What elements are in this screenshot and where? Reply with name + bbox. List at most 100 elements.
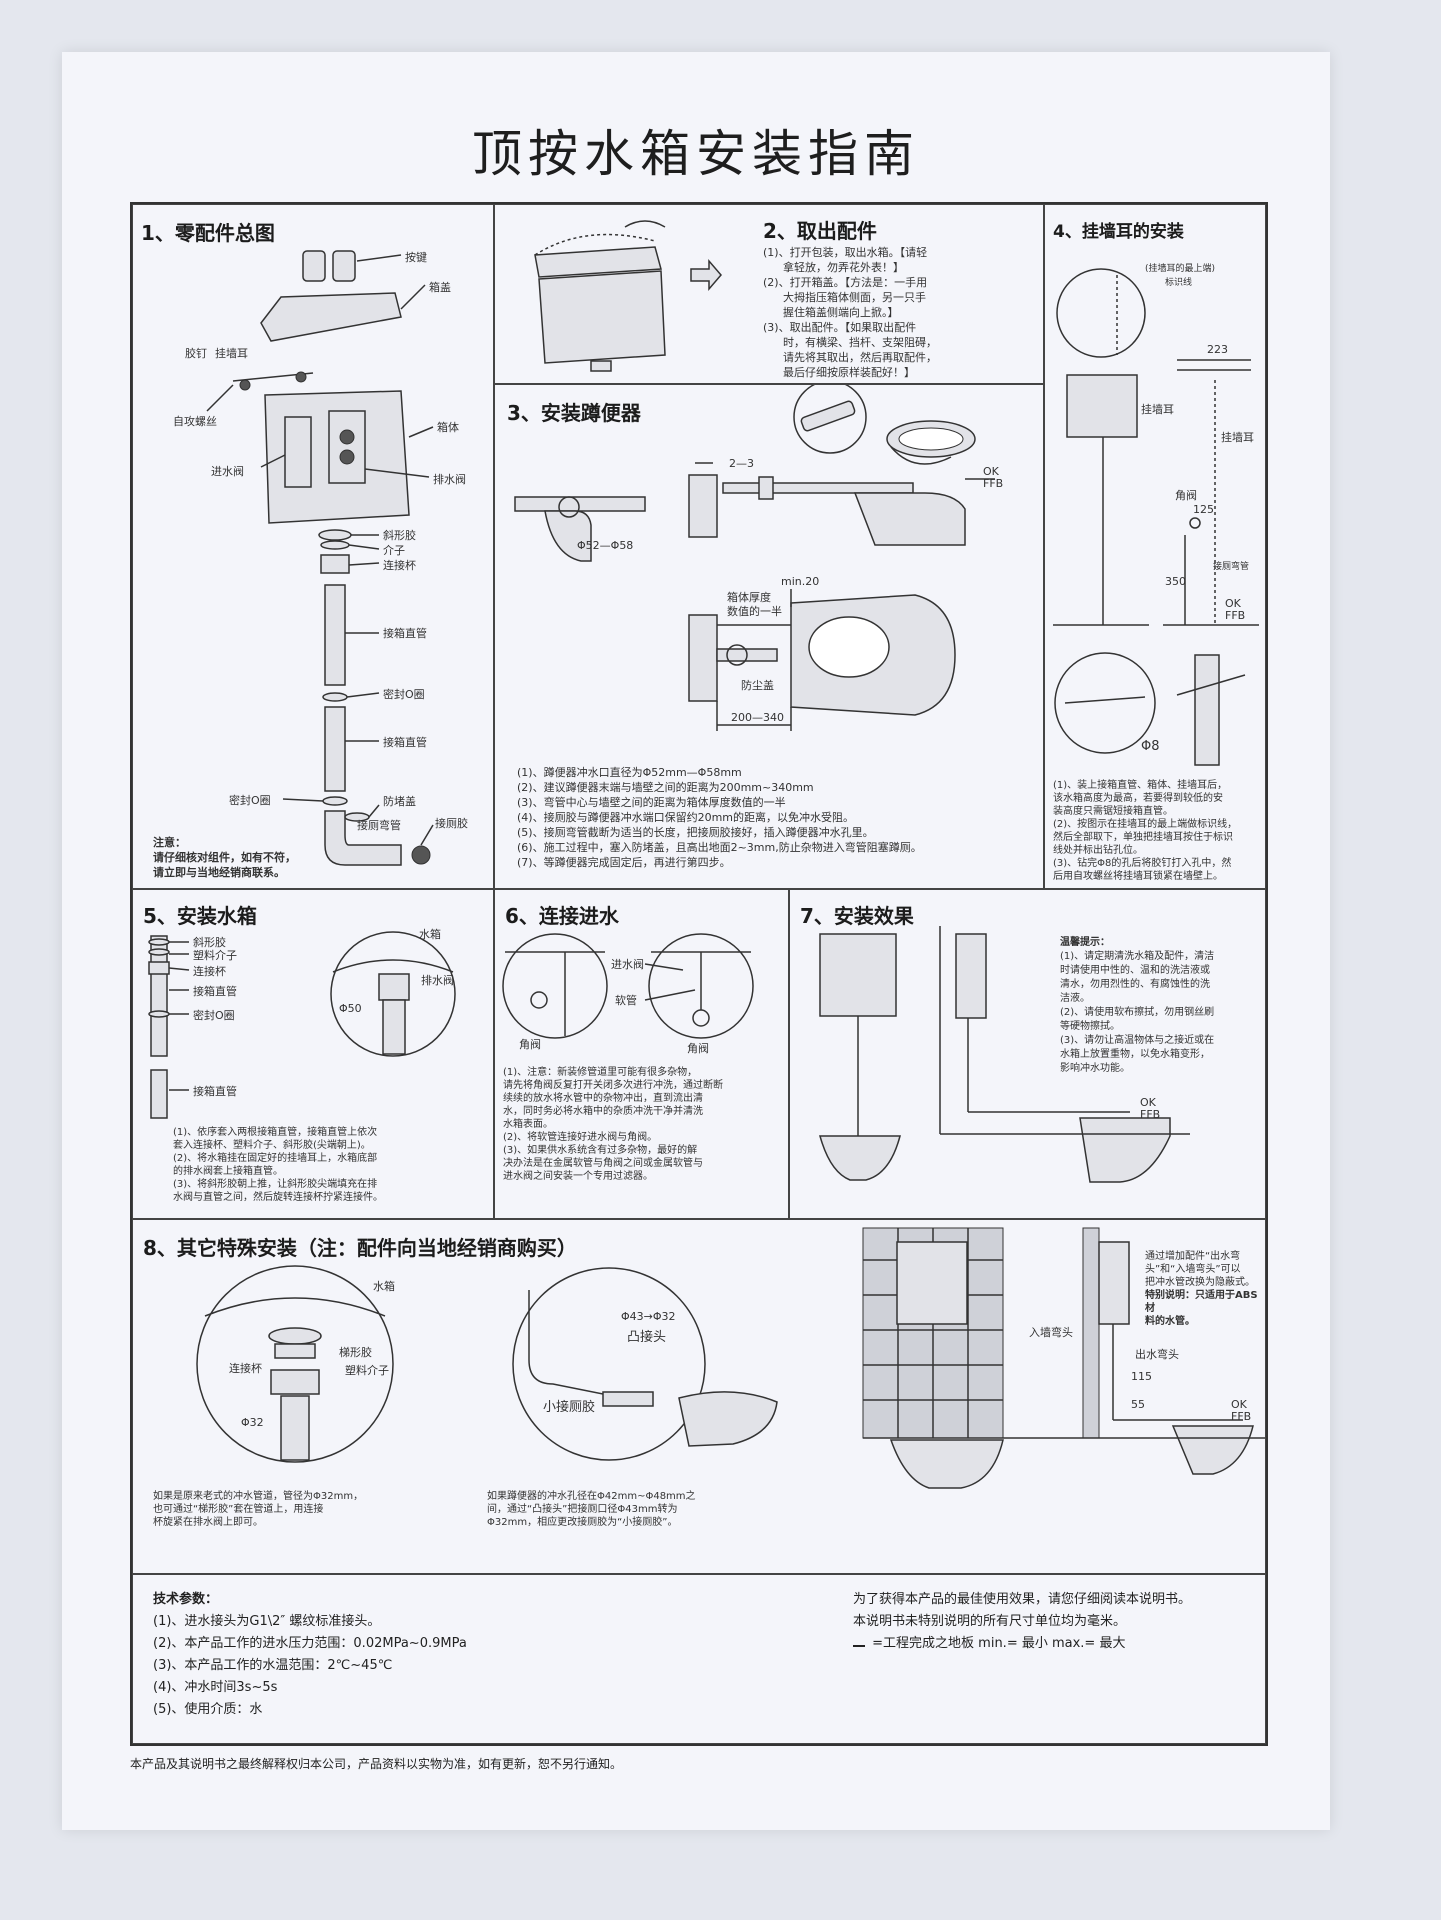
tip-line: (3)、请勿让高温物体与之接近或在 — [1060, 1035, 1215, 1046]
label-valve-1: 角阀 — [519, 1038, 541, 1051]
step-line: (7)、等蹲便器完成固定后，再进行第四步。 — [517, 856, 731, 869]
label-oring: 密封O圈 — [193, 1009, 235, 1022]
step-line: 请先将角阀反复打开关闭多次进行冲洗，通过断断 — [503, 1080, 723, 1091]
label-plastic: 塑料介子 — [345, 1364, 389, 1377]
label-hose: 软管 — [615, 994, 637, 1007]
tech-line: (2)、本产品工作的进水压力范围：0.02MPa~0.9MPa — [153, 1636, 467, 1651]
label-valve-2: 角阀 — [687, 1042, 709, 1055]
step-line: 决办法是在金属软管与角阀之间或金属软管与 — [503, 1158, 703, 1169]
step-line: 水箱表面。 — [503, 1119, 553, 1130]
tech-right-line: =工程完成之地板 min.= 最小 max.= 最大 — [853, 1633, 1191, 1655]
tech-left: 技术参数： (1)、进水接头为G1\2″ 螺纹标准接头。 (2)、本产品工作的进… — [153, 1589, 467, 1721]
section-4-wall-ear-install: 4、挂墙耳的安装 (挂墙耳的最上端) 标识线 挂墙耳 — [1044, 204, 1266, 889]
label-plastic: 塑料介子 — [193, 949, 237, 962]
tech-right-line: 为了获得本产品的最佳使用效果，请您仔细阅读本说明书。 — [853, 1592, 1192, 1607]
section-1-note: 注意： 请仔细核对组件，如有不符， 请立即与当地经销商联系。 — [153, 835, 296, 880]
section-5-steps: (1)、依序套入两根接箱直管，接箱直管上依次 套入连接杯、塑料介子、斜形胶(尖端… — [173, 1126, 383, 1204]
label-adapter: 凸接头 — [627, 1330, 667, 1345]
step-line: (2)、建议蹲便器末端与墙壁之间的距离为200mm~340mm — [517, 781, 814, 794]
step-line: 套入连接杯、塑料介子、斜形胶(尖端朝上)。 — [173, 1140, 371, 1151]
step-line: (4)、接厕胶与蹲便器冲水端口保留约20mm的距离，以免冲水受阻。 — [517, 811, 855, 824]
section-4-title: 4、挂墙耳的安装 — [1053, 222, 1184, 242]
label-phi8: Φ8 — [1141, 739, 1160, 754]
step-line: (2)、打开箱盖。【方法是：一手用 — [763, 276, 928, 289]
step-line: (1)、打开包装，取出水箱。【请轻 — [763, 246, 928, 259]
label-ffb: FFB — [983, 477, 1004, 490]
note-line: 把冲水管改换为隐蔽式。 — [1145, 1277, 1255, 1288]
section-2-title: 2、取出配件 — [763, 219, 877, 243]
tech-right: 为了获得本产品的最佳使用效果，请您仔细阅读本说明书。 本说明书未特别说明的所有尺… — [853, 1589, 1191, 1655]
parts-exploded-diagram — [206, 250, 434, 866]
step-line: 水阀与直管之间，然后旋转连接杯拧紧连接件。 — [173, 1192, 383, 1203]
label-elbow: 接厕弯管 — [357, 819, 401, 832]
label-ok: OK — [983, 465, 999, 478]
step-line: (3)、如果供水系统含有过多杂物，最好的解 — [503, 1145, 698, 1156]
step-line: 握住箱盖侧端向上掀。】 — [783, 306, 899, 319]
step-line: 时，有横梁、挡杆、支架阻碍， — [783, 336, 937, 349]
label-body: 箱体 — [437, 421, 459, 434]
section-3-steps: (1)、蹲便器冲水口直径为Φ52mm—Φ58mm (2)、建议蹲便器末端与墙壁之… — [517, 765, 922, 870]
tip-line: (2)、请使用软布擦拭，勿用钢丝刷 — [1060, 1007, 1215, 1018]
step-line: 拿轻放，勿弄花外表！】 — [783, 261, 904, 274]
label-dim-55: 55 — [1131, 1398, 1145, 1411]
tech-right-line: 本说明书未特别说明的所有尺寸单位均为毫米。 — [853, 1614, 1127, 1629]
label-in-wall-elbow: 入墙弯头 — [1029, 1326, 1073, 1339]
step-line: (3)、取出配件。【如果取出配件 — [763, 321, 917, 334]
step-line: 最后仔细按原样装配好！】 — [783, 366, 915, 379]
note-line: 杯旋紧在排水阀上即可。 — [153, 1517, 263, 1528]
step-line: (3)、钻完Φ8的孔后将胶钉打入孔中，然 — [1053, 858, 1232, 869]
floor-symbol-icon — [853, 1635, 865, 1647]
label-dim-223: 223 — [1207, 343, 1228, 356]
label-out-elbow: 出水弯头 — [1135, 1348, 1179, 1361]
section-6-connect-water: 6、连接进水 进水阀 软管 角阀 角阀 (1)、注意：新装修管道里可能有很多杂物… — [494, 889, 789, 1219]
label-phi50: Φ50 — [339, 1002, 362, 1015]
water-connection-diagram — [502, 933, 754, 1039]
label-ok: OK — [1225, 597, 1241, 610]
label-rubber: 接厕胶 — [435, 817, 468, 830]
tech-line: (4)、冲水时间3s~5s — [153, 1680, 278, 1695]
step-line: (5)、接厕弯管截断为适当的长度，把接厕胶接好，插入蹲便器冲水孔里。 — [517, 826, 874, 839]
label-valve: 角阀 — [1175, 489, 1197, 502]
label-wedge: 斜形胶 — [193, 936, 226, 949]
tip-line: 时请使用中性的、温和的洗洁液或 — [1060, 965, 1210, 976]
label-ear: 挂墙耳 — [1141, 403, 1174, 416]
squat-toilet-diagram — [514, 385, 995, 731]
section-6-steps: (1)、注意：新装修管道里可能有很多杂物， 请先将角阀反复打开关闭多次进行冲洗，… — [503, 1066, 723, 1183]
label-oring1: 密封O圈 — [383, 688, 425, 701]
label-nail: 胶钉 — [185, 347, 207, 360]
label-thickness-1: 箱体厚度 — [727, 591, 771, 604]
label-ear-2: 挂墙耳 — [1221, 431, 1254, 444]
tip-line: (1)、请定期清洗水箱及配件，清洁 — [1060, 951, 1215, 962]
label-lid: 箱盖 — [429, 281, 451, 294]
label-inlet: 进水阀 — [211, 465, 244, 478]
label-pipe2: 接箱直管 — [383, 736, 427, 749]
step-line: (3)、将斜形胶朝上推，让斜形胶尖端填充在排 — [173, 1179, 378, 1190]
label-ffb: FFB — [1140, 1108, 1161, 1121]
label-pipe2: 接箱直管 — [193, 1085, 237, 1098]
wall-ear-diagram — [1053, 268, 1259, 766]
note-line: 间，通过“凸接头”把接厕口径Φ43mm转为 — [487, 1504, 678, 1515]
label-plug: 防堵盖 — [383, 795, 416, 808]
step-line: (3)、弯管中心与墙壁之间的距离为箱体厚度数值的一半 — [517, 796, 786, 809]
section-4-steps: (1)、装上接箱直管、箱体、挂墙耳后， 该水箱高度为最高，若要得到较低的安 装高… — [1053, 779, 1237, 883]
label-tank: 水箱 — [373, 1280, 395, 1293]
tech-parameters: 技术参数： (1)、进水接头为G1\2″ 螺纹标准接头。 (2)、本产品工作的进… — [132, 1574, 1266, 1744]
note-line: Φ32mm，相应更改接厕胶为“小接厕胶”。 — [487, 1517, 678, 1528]
step-line: 然后全部取下，单独把挂墙耳按住于标识 — [1053, 832, 1233, 843]
tip-line: 影响冲水功能。 — [1060, 1063, 1130, 1074]
note-line: 请立即与当地经销商联系。 — [153, 866, 285, 879]
section-8-special-install: 8、其它特殊安装（注：配件向当地经销商购买） — [132, 1219, 1266, 1574]
label-dust-cover: 防尘盖 — [741, 679, 774, 692]
step-line: 线处并标出钻孔位。 — [1053, 845, 1143, 856]
label-pipe1: 接箱直管 — [193, 985, 237, 998]
label-button: 按键 — [405, 251, 427, 264]
step-line: 请先将其取出，然后再取配件， — [783, 351, 937, 364]
note-line: 如果是原来老式的冲水管道，管径为Φ32mm， — [153, 1491, 364, 1502]
section-7-tips: 温馨提示： (1)、请定期清洗水箱及配件，清洁 时请使用中性的、温和的洗洁液或 … — [1060, 936, 1214, 1076]
section-8-note-1: 如果是原来老式的冲水管道，管径为Φ32mm， 也可通过“梯形胶”套在管道上，用连… — [153, 1490, 363, 1529]
step-line: 续续的放水将水管中的杂物冲出，直到流出清 — [503, 1093, 703, 1104]
label-cup: 连接杯 — [383, 559, 416, 572]
note-line: 如果蹲便器的冲水孔径在Φ42mm~Φ48mm之 — [487, 1491, 696, 1502]
step-line: (2)、将水箱挂在固定好的挂墙耳上，水箱底部 — [173, 1153, 378, 1164]
section-1-parts-overview: 1、零配件总图 — [132, 204, 494, 889]
